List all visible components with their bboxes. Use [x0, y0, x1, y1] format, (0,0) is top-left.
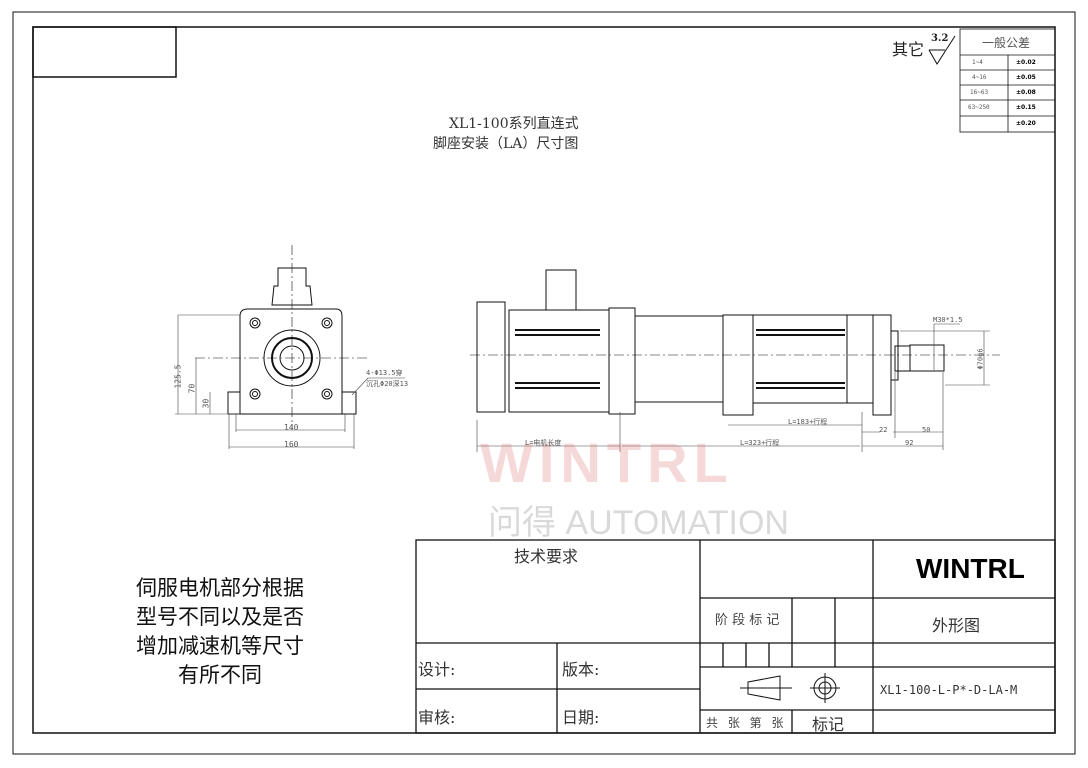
dim-30: 30 [201, 398, 211, 409]
tolerance-value: ±0.15 [1016, 104, 1036, 111]
watermark-brand: WINTRL [480, 431, 734, 494]
tolerance-value: ±0.20 [1016, 120, 1036, 127]
watermark-sub: 问得 AUTOMATION [488, 504, 789, 542]
part-number: XL1-100-L-P*-D-LA-M [880, 683, 1018, 697]
note-line: 伺服电机部分根据 [136, 576, 304, 600]
note-line: 型号不同以及是否 [136, 605, 304, 629]
roughness-symbol [928, 35, 956, 65]
tolerance-value: ±0.08 [1016, 89, 1036, 96]
design-label: 设计: [418, 660, 456, 679]
note-line: 增加减速机等尺寸 [136, 634, 304, 658]
shaft-diameter: Φ70g6 [976, 348, 985, 370]
tolerance-value: ±0.02 [1016, 59, 1036, 66]
tolerance-table-lines [959, 28, 1056, 133]
review-label: 审核: [418, 708, 456, 727]
version-label: 版本: [562, 660, 600, 679]
front-view [175, 245, 405, 449]
sheet-count-label: 共 张 第 张 [706, 716, 784, 730]
dim-160: 160 [284, 440, 299, 449]
tolerance-range: 63~250 [968, 104, 990, 111]
projection-symbol [740, 673, 840, 703]
note-line: 有所不同 [178, 663, 262, 687]
counterbore-spec: 沉孔Φ20深13 [366, 380, 409, 388]
dim-140: 140 [284, 423, 299, 432]
drawing-title-line1: XL1-100系列直连式 [449, 116, 579, 132]
hole-spec: 4-Φ13.5穿 [366, 369, 403, 377]
mark-label: 标记 [812, 715, 845, 734]
roughness-value: 3.2 [931, 33, 949, 44]
dim-body-length: L=323+行程 [740, 439, 780, 447]
drawing-title-line2: 脚座安装（LA）尺寸图 [433, 136, 579, 152]
dim-125-5: 125.5 [173, 364, 183, 389]
company-name: WINTRL [916, 553, 1025, 584]
dim-motor-length: L=电机长度 [525, 439, 562, 447]
dim-22: 22 [879, 426, 888, 434]
dim-foot-length: L=183+行程 [788, 418, 828, 426]
outer-frame [12, 11, 1076, 755]
servo-note: 伺服电机部分根据 型号不同以及是否 增加减速机等尺寸 有所不同 [110, 574, 330, 690]
thread-spec: M30*1.5 [933, 316, 963, 324]
tolerance-range: 1~4 [972, 59, 983, 66]
dim-70: 70 [187, 383, 197, 394]
tolerance-range: 4~16 [972, 74, 987, 81]
side-view [470, 269, 1000, 452]
stage-mark-label: 阶 段 标 记 [715, 613, 780, 628]
tolerance-range: 16~63 [970, 89, 989, 96]
tolerance-header: 一般公差 [982, 36, 1031, 50]
drawing-name: 外形图 [932, 616, 981, 635]
dim-50: 50 [922, 426, 931, 434]
date-label: 日期: [562, 708, 600, 727]
title-block-lines [415, 539, 1056, 734]
tech-requirements-label: 技术要求 [514, 547, 579, 566]
tolerance-value: ±0.05 [1016, 74, 1036, 81]
roughness-label: 其它 [892, 40, 925, 59]
corner-box [32, 26, 177, 78]
dim-92: 92 [905, 439, 914, 447]
